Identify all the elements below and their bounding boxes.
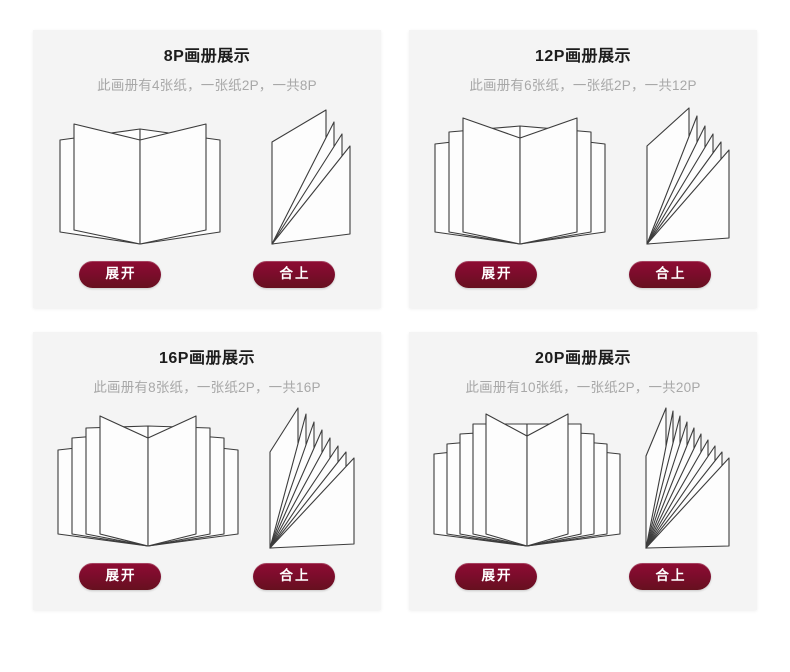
button-row: 展开 合上: [33, 563, 381, 590]
button-row: 展开 合上: [409, 563, 757, 590]
button-row: 展开 合上: [33, 261, 381, 288]
closed-book-figure: [641, 104, 741, 252]
open-book-icon: [433, 413, 621, 547]
expand-button[interactable]: 展开: [79, 563, 161, 590]
closed-book-icon: [645, 407, 730, 549]
closed-book-figure: [264, 406, 364, 554]
card-subtitle: 此画册有6张纸，一张纸2P，一共12P: [469, 78, 697, 94]
collapse-button[interactable]: 合上: [253, 563, 335, 590]
expand-button[interactable]: 展开: [455, 261, 537, 288]
collapse-button[interactable]: 合上: [253, 261, 335, 288]
card-16p: 16P画册展示 此画册有8张纸，一张纸2P，一共16P: [33, 332, 381, 610]
open-book-figure: [425, 104, 615, 252]
open-book-icon: [434, 117, 606, 245]
closed-book-icon: [269, 407, 355, 549]
open-book-figure: [50, 406, 246, 554]
expand-button[interactable]: 展开: [79, 261, 161, 288]
expand-button[interactable]: 展开: [455, 563, 537, 590]
card-grid: 8P画册展示 此画册有4张纸，一张纸2P，一共8P: [33, 30, 757, 610]
card-8p: 8P画册展示 此画册有4张纸，一张纸2P，一共8P: [33, 30, 381, 308]
closed-book-icon: [271, 109, 351, 245]
illustration-row: [33, 102, 381, 252]
collapse-button[interactable]: 合上: [629, 563, 711, 590]
illustration-row: [409, 102, 757, 252]
open-book-figure: [50, 104, 230, 252]
card-subtitle: 此画册有8张纸，一张纸2P，一共16P: [93, 380, 321, 396]
button-row: 展开 合上: [409, 261, 757, 288]
card-subtitle: 此画册有4张纸，一张纸2P，一共8P: [97, 78, 317, 94]
card-title: 12P画册展示: [535, 48, 631, 65]
card-subtitle: 此画册有10张纸，一张纸2P，一共20P: [465, 380, 701, 396]
collapse-button[interactable]: 合上: [629, 261, 711, 288]
closed-book-icon: [646, 107, 730, 245]
open-book-icon: [59, 123, 221, 245]
closed-book-figure: [640, 406, 740, 554]
illustration-row: [33, 404, 381, 554]
closed-book-figure: [264, 104, 364, 252]
card-20p: 20P画册展示 此画册有10张纸，一张纸2P，一共20P: [409, 332, 757, 610]
card-title: 16P画册展示: [159, 350, 255, 367]
card-12p: 12P画册展示 此画册有6张纸，一张纸2P，一共12P: [409, 30, 757, 308]
open-book-figure: [426, 406, 628, 554]
card-title: 20P画册展示: [535, 350, 631, 367]
illustration-row: [409, 404, 757, 554]
card-title: 8P画册展示: [163, 48, 251, 65]
open-book-icon: [57, 415, 239, 547]
